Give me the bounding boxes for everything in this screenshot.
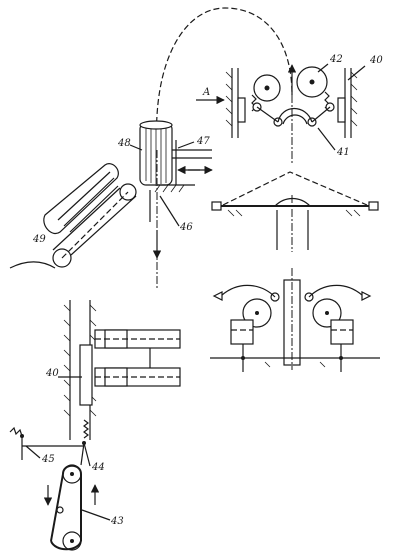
cylinder-rods bbox=[94, 329, 181, 387]
label-48: 48 bbox=[117, 138, 131, 149]
frame-40-bottom bbox=[63, 300, 97, 440]
leader-46 bbox=[159, 195, 180, 227]
vertical-thread-left bbox=[149, 150, 162, 290]
leader-40-top bbox=[347, 65, 366, 81]
roller-48 bbox=[139, 120, 173, 186]
leader-47 bbox=[177, 141, 195, 149]
rollers-42 bbox=[251, 66, 330, 112]
leader-41 bbox=[317, 127, 336, 151]
label-A: A bbox=[202, 87, 210, 98]
label-41: 41 bbox=[336, 147, 350, 158]
section-view-top bbox=[211, 171, 379, 252]
spring-44 bbox=[82, 419, 89, 445]
leader-42 bbox=[317, 63, 329, 73]
yarn-arc bbox=[155, 7, 297, 151]
label-45: 45 bbox=[41, 454, 55, 465]
shaft-47 bbox=[172, 140, 213, 185]
label-40-mid: 40 bbox=[45, 368, 59, 379]
label-44: 44 bbox=[91, 462, 105, 473]
lever-45 bbox=[9, 426, 84, 460]
cylinder-trough bbox=[9, 163, 137, 269]
belt-43 bbox=[43, 442, 100, 551]
leader-48 bbox=[129, 144, 143, 151]
label-47: 47 bbox=[196, 136, 210, 147]
label-49: 49 bbox=[32, 234, 46, 245]
leader-43 bbox=[81, 509, 111, 521]
label-46: 46 bbox=[179, 222, 193, 233]
leader-44 bbox=[83, 442, 91, 467]
label-42: 42 bbox=[329, 54, 343, 65]
rollers-right-middle bbox=[210, 268, 380, 372]
support-ground bbox=[154, 184, 195, 193]
guide-41 bbox=[252, 102, 335, 127]
label-40-top: 40 bbox=[369, 55, 383, 66]
frame-40-top bbox=[225, 68, 358, 138]
label-43: 43 bbox=[110, 516, 124, 527]
leader-45 bbox=[25, 445, 41, 459]
